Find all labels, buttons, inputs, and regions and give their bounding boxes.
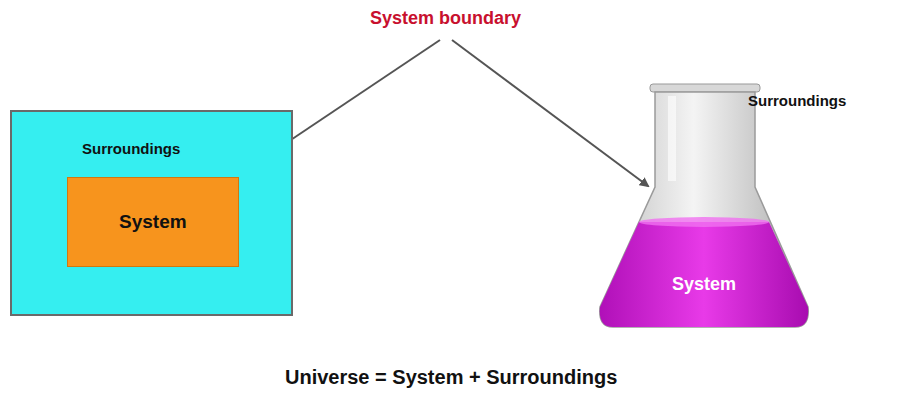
surroundings-text: Surroundings [82, 140, 180, 157]
leader-line [452, 40, 648, 186]
flask-drawing [598, 82, 810, 332]
caption: Universe = System + Surroundings [285, 366, 617, 389]
system-text: System [119, 211, 187, 233]
flask: System [598, 82, 810, 332]
system-text: System [672, 274, 736, 295]
surroundings-label: Surroundings [748, 92, 846, 109]
system-box: System [67, 177, 239, 267]
callout-label: System boundary [370, 8, 521, 29]
surroundings-box: SurroundingsSystem [10, 110, 293, 316]
